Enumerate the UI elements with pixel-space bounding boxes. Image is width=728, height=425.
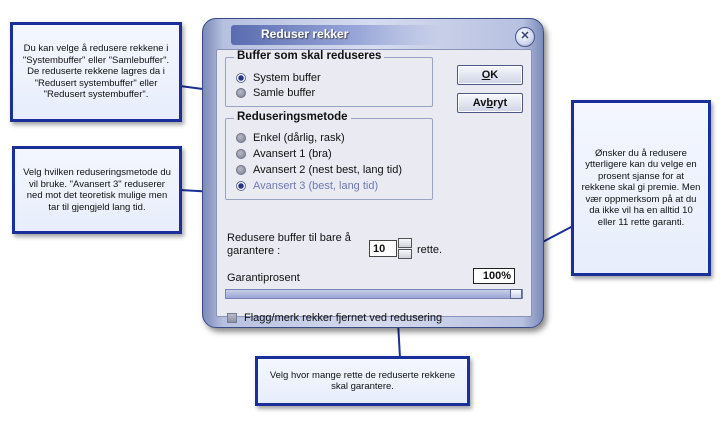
radio-label: Avansert 2 (nest best, lang tid) [253,164,402,176]
flag-checkbox-label: Flagg/merk rekker fjernet ved redusering [244,312,443,324]
dialog-client-area: Buffer som skal reduseres System buffer … [216,49,532,324]
cancel-button-mnemonic: b [486,97,494,109]
radio-icon[interactable] [236,165,246,175]
title-bar[interactable]: Reduser rekker ✕ [211,25,535,47]
spin-down-button[interactable] [398,249,412,259]
ok-button-mnemonic: O [481,69,491,81]
percent-value: 100% [473,268,515,284]
ok-button[interactable]: OK [457,65,523,85]
radio-system-buffer[interactable]: System buffer [236,71,321,85]
callout-guarantee-text: Velg hvor mange rette de reduserte rekke… [269,369,456,393]
radio-label: Samle buffer [253,87,316,99]
radio-icon[interactable] [236,73,246,83]
radio-method-avansert-1[interactable]: Avansert 1 (bra) [236,147,332,161]
callout-buffer-text: Du kan velge å redusere rekkene i "Syste… [22,43,170,101]
radio-icon[interactable] [236,149,246,159]
buffer-group-legend: Buffer som skal reduseres [234,50,385,62]
callout-method-text: Velg hvilken reduseringsmetode du vil br… [23,167,171,213]
radio-method-avansert-2[interactable]: Avansert 2 (nest best, lang tid) [236,163,402,177]
percent-label: Garantiprosent [227,272,300,284]
radio-icon[interactable] [236,133,246,143]
radio-icon[interactable] [236,181,246,191]
ok-button-label: K [490,69,499,81]
radio-label: Avansert 1 (bra) [253,148,332,160]
guarantee-spin-input[interactable]: 10 [369,240,397,257]
radio-icon[interactable] [236,88,246,98]
method-group-legend: Reduseringsmetode [234,111,351,123]
radio-label: Avansert 3 (best, lang tid) [253,180,379,192]
radio-method-avansert-3[interactable]: Avansert 3 (best, lang tid) [236,179,378,193]
guarantee-label: Redusere buffer til bare å garantere : [227,232,351,257]
flag-checkbox[interactable] [227,313,237,323]
callout-guarantee: Velg hvor mange rette de reduserte rekke… [255,356,470,406]
dialog-title: Reduser rekker [261,27,349,41]
radio-label: Enkel (dårlig, rask) [253,132,345,144]
cancel-button-label-end: ryt [493,97,508,109]
radio-method-enkel[interactable]: Enkel (dårlig, rask) [236,131,345,145]
callout-percent: Ønsker du å redusere ytterligere kan du … [571,100,711,276]
cancel-button[interactable]: Avbryt [457,93,523,113]
callout-percent-text: Ønsker du å redusere ytterligere kan du … [581,147,701,228]
guarantee-unit-label: rette. [417,244,443,256]
method-group: Reduseringsmetode Enkel (dårlig, rask) A… [225,111,433,200]
guarantee-spinner [398,238,412,260]
callout-method: Velg hvilken reduseringsmetode du vil br… [12,146,182,234]
cancel-button-label-start: Av [472,97,487,109]
buffer-group: Buffer som skal reduseres System buffer … [225,50,433,107]
flag-checkbox-row[interactable]: Flagg/merk rekker fjernet ved redusering [227,312,442,324]
close-button[interactable]: ✕ [515,27,535,47]
close-icon: ✕ [520,30,530,42]
radio-label: System buffer [253,72,321,84]
reduser-rekker-dialog: Reduser rekker ✕ Buffer som skal reduser… [202,18,544,328]
callout-buffer: Du kan velge å redusere rekkene i "Syste… [10,22,182,122]
percent-slider[interactable] [225,289,523,299]
percent-slider-thumb[interactable] [510,289,522,299]
spin-up-button[interactable] [398,238,412,248]
title-bar-highlight [231,25,441,45]
radio-samle-buffer[interactable]: Samle buffer [236,86,315,100]
